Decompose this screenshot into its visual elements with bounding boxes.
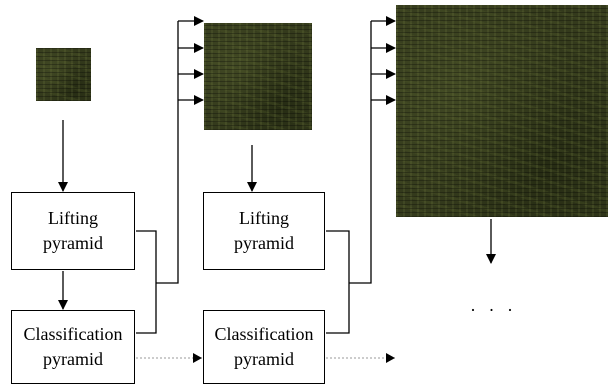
lifting-1-output-wire (136, 230, 157, 283)
classification-1-output-wire (136, 283, 157, 334)
lifting-pyramid-label-line2: pyramid (234, 233, 294, 253)
classification-pyramid-box-1: Classification pyramid (11, 310, 135, 384)
lifting-pyramid-box-1: Lifting pyramid (11, 192, 135, 270)
classification-pyramid-label-line2: pyramid (42, 349, 103, 369)
bus-2-wire (349, 21, 372, 284)
texture-image-small (36, 48, 91, 101)
classification-pyramid-label-line1: Classification (214, 324, 314, 344)
lifting-pyramid-label-line1: Lifting (48, 208, 98, 228)
lifting-pyramid-box-2: Lifting pyramid (203, 192, 325, 270)
lifting-2-output-wire (326, 230, 350, 283)
lifting-pyramid-label-line1: Lifting (239, 208, 289, 228)
classification-2-output-wire (326, 283, 350, 334)
lifting-pyramid-label-line2: pyramid (43, 233, 103, 253)
bus-1-wire (156, 21, 179, 284)
continuation-ellipsis: · · · (470, 300, 517, 320)
classification-pyramid-label-line2: pyramid (233, 349, 294, 369)
classification-pyramid-label-line1: Classification (23, 324, 123, 344)
classification-pyramid-box-2: Classification pyramid (203, 310, 325, 384)
texture-image-large (396, 5, 608, 217)
texture-image-medium (204, 23, 312, 130)
